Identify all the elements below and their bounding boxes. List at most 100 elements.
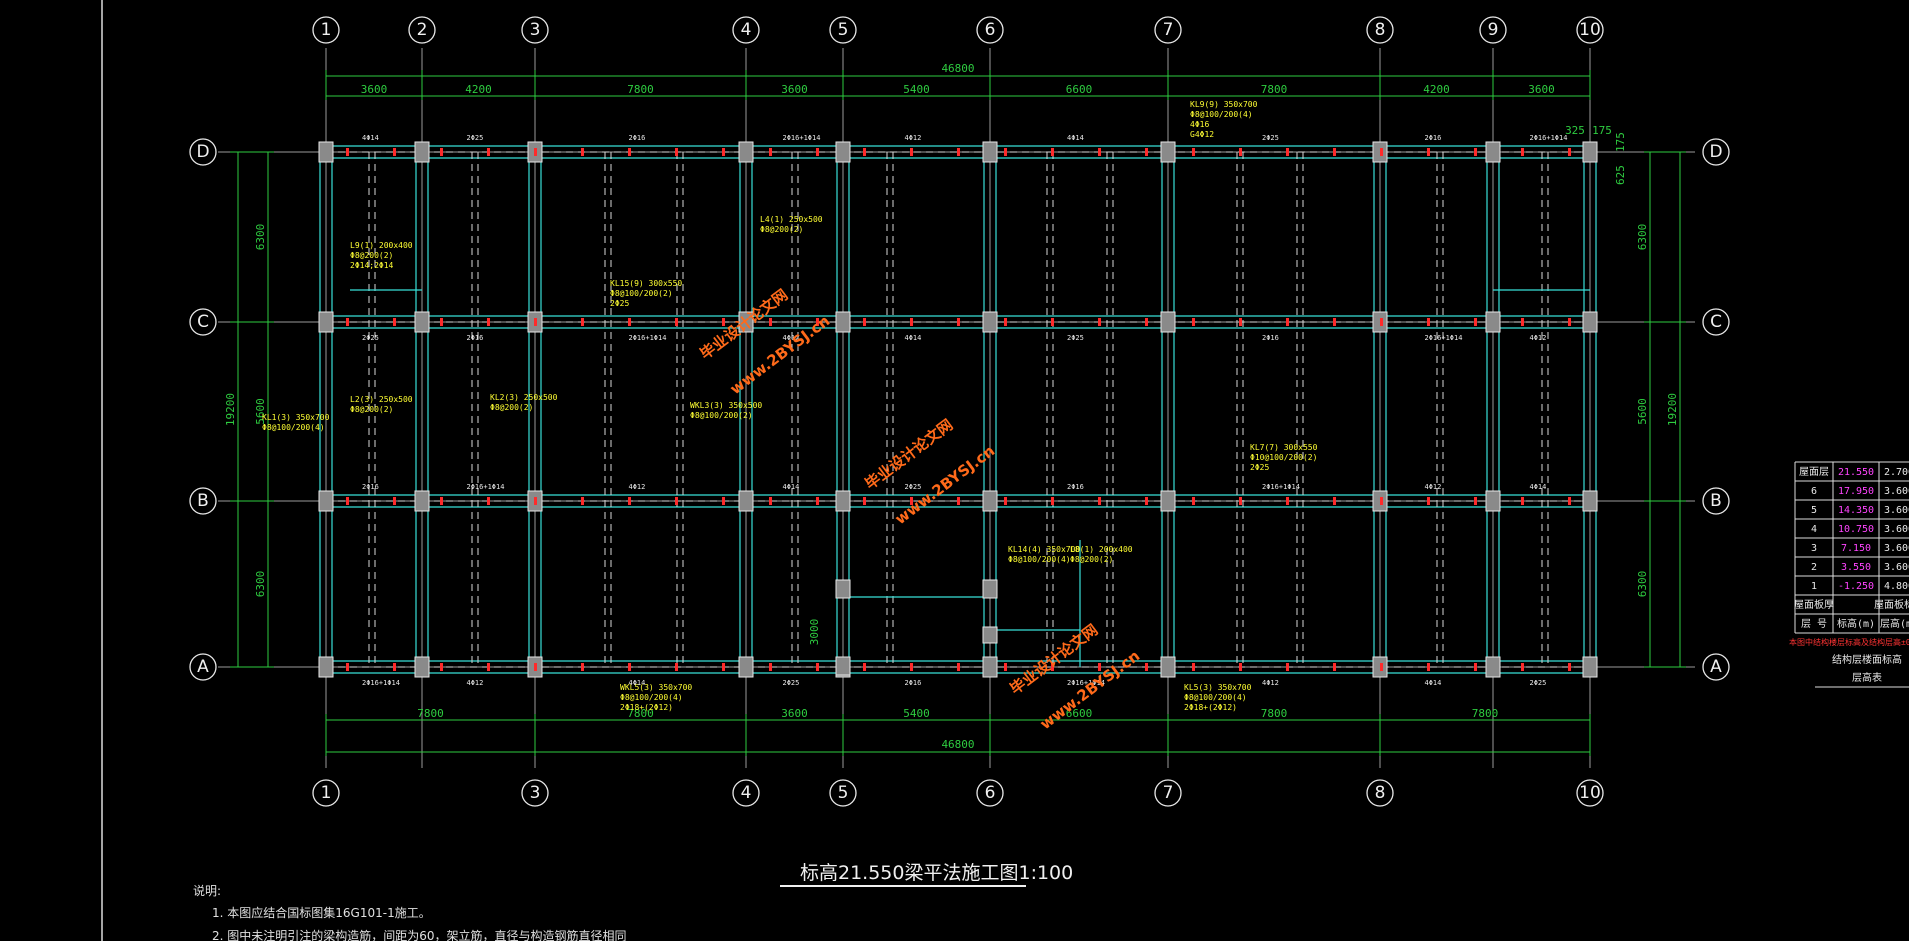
- rebar-mark: [769, 148, 772, 156]
- axis-label-top: 3: [530, 20, 541, 40]
- rebar-mark: [346, 497, 349, 505]
- axis-label-left: B: [197, 491, 209, 511]
- rebar-mark: [581, 318, 584, 326]
- axis-bubble-bottom-4: [732, 779, 760, 807]
- axis-bubble-right-C: [1702, 308, 1730, 336]
- axis-bubble-right-D: [1702, 138, 1730, 166]
- rebar-mark: [769, 663, 772, 671]
- axis-label-top: 8: [1375, 20, 1386, 40]
- rebar-note: 4Φ14: [905, 334, 922, 342]
- table-height: 4.800: [1884, 581, 1909, 592]
- column: [835, 656, 851, 676]
- rebar-mark: [1568, 663, 1571, 671]
- axis-bubble-bottom-3: [521, 779, 549, 807]
- axis-label-left: C: [197, 312, 209, 332]
- table-title: 结构层楼面标高: [1832, 653, 1902, 666]
- column: [1485, 656, 1501, 678]
- table-elevation: 17.950: [1838, 486, 1874, 497]
- rebar-note: 2Φ16+1Φ14: [1530, 134, 1568, 142]
- rebar-note: 4Φ12: [629, 483, 646, 491]
- rebar-mark: [1239, 148, 1242, 156]
- rebar-mark: [722, 497, 725, 505]
- rebar-mark: [534, 318, 537, 326]
- table-footer-cell: 屋面板标高: [1874, 598, 1909, 611]
- rebar-note: 2Φ25: [1262, 134, 1279, 142]
- rebar-mark: [1098, 148, 1101, 156]
- axis-bubble-bottom-6: [976, 779, 1004, 807]
- dim-top-span: 3600: [361, 83, 388, 96]
- rebar-mark: [628, 318, 631, 326]
- column: [318, 311, 334, 333]
- axis-bubble-left-B: [189, 487, 217, 515]
- rebar-mark: [816, 497, 819, 505]
- column: [1160, 311, 1176, 333]
- axis-label-bottom: 3: [530, 783, 541, 803]
- table-footer-cell: 层 号: [1801, 618, 1827, 630]
- rebar-note: 2Φ16: [467, 334, 484, 342]
- rebar-mark: [1286, 663, 1289, 671]
- beam-label: L4(1) 250x500: [760, 215, 823, 224]
- rebar-note: 2Φ16+1Φ14: [467, 483, 505, 491]
- rebar-note: 2Φ16+1Φ14: [629, 334, 667, 342]
- rebar-mark: [910, 663, 913, 671]
- axis-label-bottom: 5: [838, 783, 849, 803]
- axis-bubble-right-A: [1702, 653, 1730, 681]
- dim-top-span: 7800: [1261, 83, 1288, 96]
- rebar-note: 4Φ14: [1530, 483, 1547, 491]
- column: [1160, 141, 1176, 163]
- rebar-mark: [1098, 318, 1101, 326]
- rebar-note: 2Φ25: [467, 134, 484, 142]
- rebar-mark: [675, 318, 678, 326]
- rebar-note: 4Φ12: [1530, 334, 1547, 342]
- rebar-note: 2Φ16: [905, 679, 922, 687]
- table-note: 本图中结构楼层标高及结构层高±0.00: [1789, 637, 1909, 647]
- axis-label-right: A: [1710, 657, 1722, 677]
- axis-bubble-top-10: [1576, 16, 1604, 44]
- axis-label-right: C: [1710, 312, 1722, 332]
- rebar-mark: [1521, 497, 1524, 505]
- beam-label: Φ8@100/200(4): [262, 423, 325, 432]
- beam-label: WKL3(3) 350x500: [690, 401, 762, 410]
- rebar-note: 4Φ12: [467, 679, 484, 687]
- table-elevation: 21.550: [1838, 467, 1874, 478]
- dim-left-total: 19200: [224, 393, 237, 426]
- rebar-mark: [440, 497, 443, 505]
- watermarks: 毕业设计论文网www.2BYSJ.cn毕业设计论文网www.2BYSJ.cn毕业…: [697, 286, 1144, 734]
- rebar-mark: [1192, 663, 1195, 671]
- column: [982, 626, 998, 644]
- beam-label: L9(1) 200x400: [350, 241, 413, 250]
- rebar-mark: [628, 148, 631, 156]
- axis-bubble-left-A: [189, 653, 217, 681]
- rebar-mark: [816, 318, 819, 326]
- beam-label: KL2(3) 250x500: [490, 393, 558, 402]
- rebar-marks: [346, 148, 1571, 671]
- rebar-note: 2Φ25: [905, 483, 922, 491]
- beam-label: 2Φ25: [1250, 463, 1269, 472]
- dim-top-span: 4200: [1423, 83, 1450, 96]
- rebar-mark: [1568, 497, 1571, 505]
- beam-label: Φ8@200(2): [490, 403, 533, 412]
- column: [414, 656, 430, 678]
- rebar-mark: [534, 497, 537, 505]
- rebar-mark: [910, 318, 913, 326]
- rebar-mark: [769, 318, 772, 326]
- rebar-mark: [393, 148, 396, 156]
- axis-bubble-top-1: [312, 16, 340, 44]
- rebar-note: 2Φ25: [783, 679, 800, 687]
- beam-label: KL1(3) 350x700: [262, 413, 330, 422]
- table-floor: 2: [1811, 562, 1817, 573]
- table-elevation: 7.150: [1841, 543, 1871, 554]
- axis-label-top: 5: [838, 20, 849, 40]
- rebar-mark: [1239, 497, 1242, 505]
- axis-label-bottom: 6: [985, 783, 996, 803]
- axis-label-bottom: 8: [1375, 783, 1386, 803]
- rebar-note: 2Φ25: [1530, 679, 1547, 687]
- rebar-mark: [1004, 318, 1007, 326]
- rebar-mark: [1333, 497, 1336, 505]
- rebar-mark: [487, 663, 490, 671]
- axis-bubble-bottom-10: [1576, 779, 1604, 807]
- dim-top-span: 5400: [903, 83, 930, 96]
- rebar-mark: [957, 318, 960, 326]
- dim-top-span: 3600: [781, 83, 808, 96]
